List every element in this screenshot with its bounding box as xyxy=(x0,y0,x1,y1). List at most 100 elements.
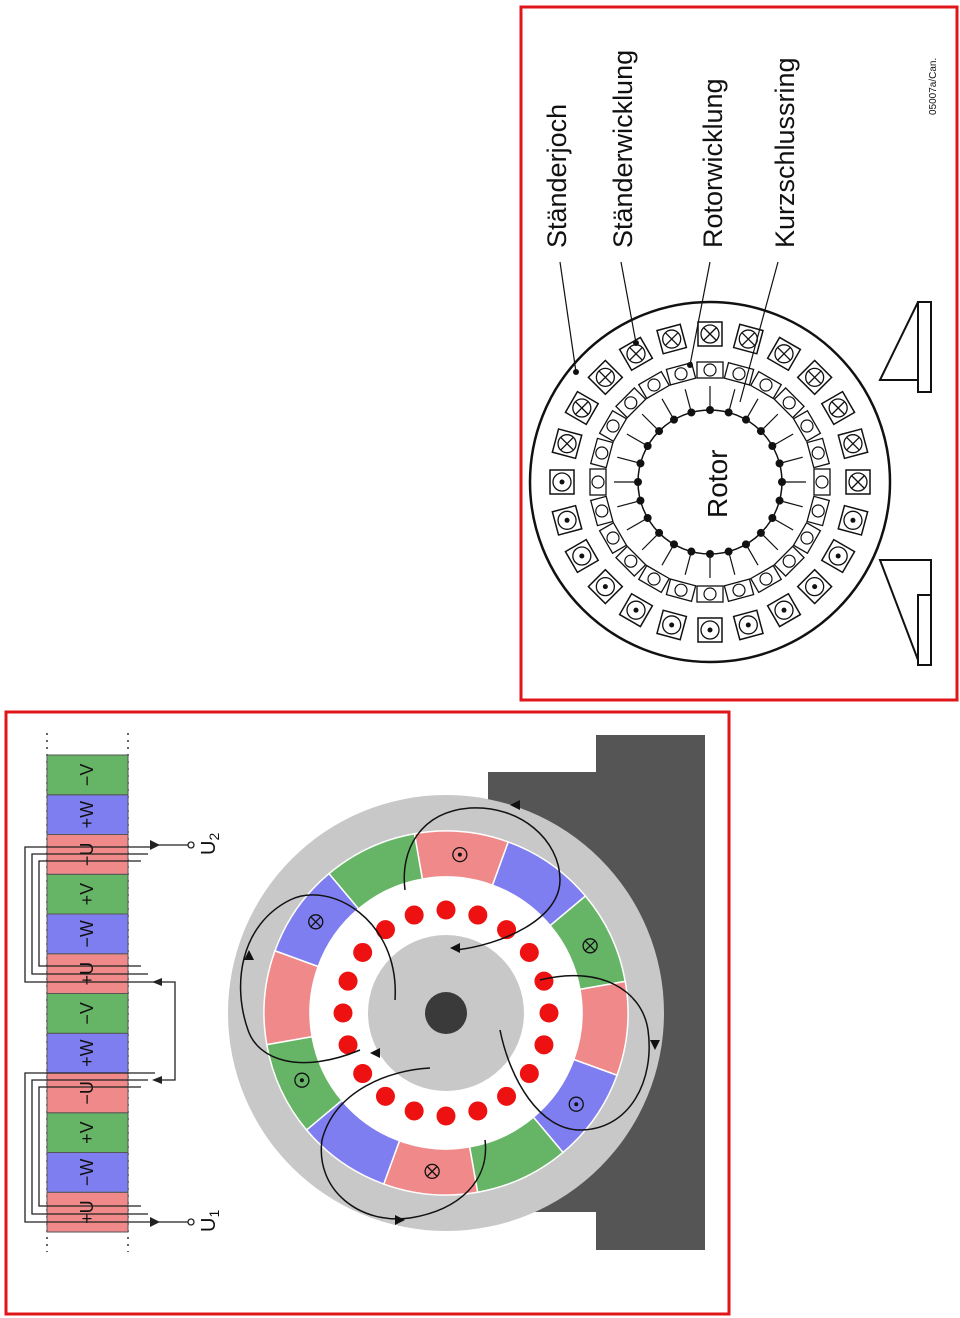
terminal-u1-node xyxy=(187,1218,195,1226)
rotor-bar-end xyxy=(670,540,678,549)
label-rotorwicklung: Rotorwicklung xyxy=(698,78,728,248)
stator-slot xyxy=(723,323,764,386)
rotor-bar xyxy=(333,1003,353,1023)
stator-coil-segment xyxy=(572,980,629,1077)
label-rotor: Rotor xyxy=(702,450,733,518)
stator-coil-segment xyxy=(382,1139,479,1196)
stator-slot xyxy=(564,390,628,443)
rotor-bars xyxy=(333,900,559,1126)
label-kurzschlussring: Kurzschlussring xyxy=(770,57,800,248)
stator-coil-segment xyxy=(263,949,320,1046)
rotor-bar-end xyxy=(775,459,784,468)
stator-slot xyxy=(551,428,614,469)
stator-slot xyxy=(749,336,802,400)
rotor-bar-end xyxy=(778,478,786,486)
rotor-bar-end xyxy=(687,547,696,556)
cross-conductor-icon xyxy=(582,938,598,954)
strip-cell-label: +V xyxy=(77,883,97,906)
cross-conductor-icon xyxy=(308,914,324,930)
stator-slot xyxy=(656,578,697,641)
strip-cell-label: +W xyxy=(77,801,97,829)
leader-lines xyxy=(559,261,779,403)
strip-cell: −V xyxy=(46,754,129,796)
stator-slot xyxy=(813,468,871,496)
rotor-bar-end xyxy=(775,496,784,505)
stator-slot xyxy=(587,545,647,605)
cross-conductor-icon xyxy=(424,1163,440,1180)
stator-slot xyxy=(806,495,869,536)
rotor-bar-end xyxy=(768,442,777,450)
stator-winding-leader-dot xyxy=(633,340,639,346)
rotor-bar xyxy=(539,1003,559,1023)
rotor-bar-end xyxy=(655,427,664,436)
shaft xyxy=(425,992,467,1034)
rotor-bar xyxy=(468,1101,488,1121)
label-staenderwicklung: Ständerwicklung xyxy=(608,50,638,248)
stator-slot xyxy=(564,521,628,574)
rotor-bar-end xyxy=(756,427,765,436)
strip-cell-label: −V xyxy=(77,1002,97,1025)
strip-cell: +W xyxy=(46,1032,129,1074)
strip-cell-label: −W xyxy=(77,1159,97,1187)
winding-strip: +U−W+V−U+W−V+U−W+V−U+W−V xyxy=(46,733,129,1252)
figure-code: 05007a/Can. xyxy=(928,58,939,115)
terminal-u1-label: U1 xyxy=(198,1210,222,1232)
yoke-leader-dot xyxy=(573,369,579,375)
rotor-bar xyxy=(534,971,554,991)
stator-slot xyxy=(773,359,833,419)
rotor-bar xyxy=(338,1035,358,1055)
stator-slot xyxy=(749,564,802,628)
dot-conductor-icon xyxy=(452,846,468,863)
stator-slot xyxy=(696,321,724,379)
rotor-bar xyxy=(468,905,488,925)
right-panel: Ständerjoch Ständerwicklung Rotorwicklun… xyxy=(519,5,959,702)
rotor-bar-end xyxy=(742,415,750,424)
rotor-bar-end xyxy=(636,459,645,468)
rotor-bar-end xyxy=(670,415,678,424)
rotor-bar xyxy=(519,1064,539,1084)
rotor-bar xyxy=(353,1064,373,1084)
coil-arrows xyxy=(150,840,162,1227)
rotor-bar-end xyxy=(756,528,765,537)
rotor-bar xyxy=(436,900,456,920)
left-panel: +U−W+V−U+W−V+U−W+V−U+W−V U1 U2 xyxy=(4,710,731,1316)
terminal-u2-node xyxy=(187,841,195,849)
strip-cell: −W xyxy=(46,913,129,955)
rotor-bar-end xyxy=(706,550,714,558)
dot-conductor-icon xyxy=(294,1072,310,1088)
terminal-u2-label: U2 xyxy=(198,833,222,855)
strip-cell-label: −U xyxy=(77,1081,97,1105)
rotor-bar-end xyxy=(724,547,733,556)
strip-cell-label: −V xyxy=(77,764,97,787)
strip-cell: +V xyxy=(46,1112,129,1153)
flux-lines xyxy=(239,807,650,1220)
motor-feet xyxy=(878,301,932,666)
stator-coil-segment xyxy=(413,830,510,887)
stator-slot xyxy=(551,495,614,536)
strip-cell-label: +U xyxy=(77,1200,97,1224)
rotor-winding-leader-dot xyxy=(687,362,693,368)
rotor-bar xyxy=(534,1035,554,1055)
stator-slot xyxy=(773,545,833,605)
strip-cell: −U xyxy=(46,1072,129,1114)
rotor-bar-end xyxy=(643,514,652,522)
stator-slot xyxy=(656,323,697,386)
stator-slot xyxy=(696,585,724,643)
label-staenderjoch: Ständerjoch xyxy=(542,104,572,248)
strip-cell-label: +W xyxy=(77,1039,97,1067)
rotor-bar xyxy=(497,1086,517,1106)
stator-slots xyxy=(549,321,871,643)
rotor-bar-end xyxy=(724,408,733,417)
stator-slot xyxy=(618,336,671,400)
flux-arrows xyxy=(244,800,660,1225)
rotor-bar-end xyxy=(634,478,642,486)
strip-cell: +V xyxy=(46,873,129,915)
rotor-bar xyxy=(519,942,539,962)
rotor-bar xyxy=(436,1106,456,1126)
strip-cell: −V xyxy=(46,993,129,1034)
stator-slot xyxy=(618,564,671,628)
strip-cell: +U xyxy=(46,1191,129,1233)
stator-slot xyxy=(792,390,856,443)
stator-slot xyxy=(806,428,869,469)
